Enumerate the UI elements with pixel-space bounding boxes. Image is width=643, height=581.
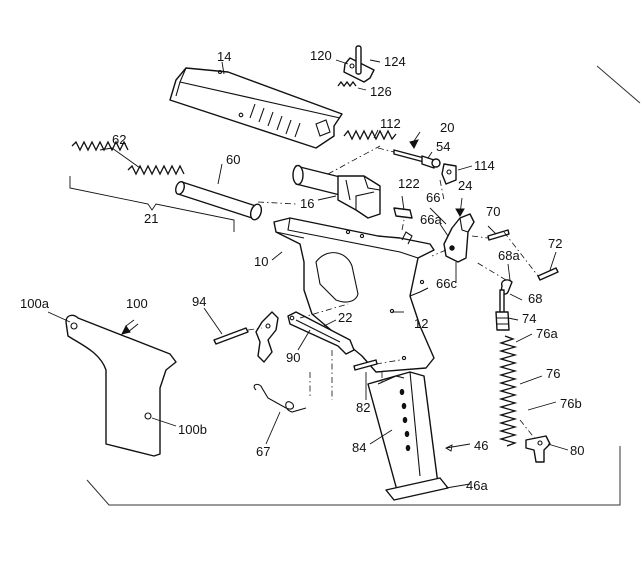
label-100b: 100b [178, 422, 207, 437]
label-12: 12 [414, 316, 428, 331]
label-76a: 76a [536, 326, 558, 341]
label-100a: 100a [20, 296, 50, 311]
label-66: 66 [426, 190, 440, 205]
label-124: 124 [384, 54, 406, 69]
label-76b: 76b [560, 396, 582, 411]
label-54: 54 [436, 139, 450, 154]
label-74: 74 [522, 311, 536, 326]
label-46: 46 [474, 438, 488, 453]
label-122: 122 [398, 176, 420, 191]
label-126: 126 [370, 84, 392, 99]
label-94: 94 [192, 294, 206, 309]
mainspring-seat-80 [525, 435, 551, 463]
assembly-bracket-21 [69, 176, 235, 232]
pin-94 [213, 327, 249, 345]
label-16: 16 [300, 196, 314, 211]
screw-126 [337, 80, 357, 88]
label-84: 84 [352, 440, 366, 455]
label-82: 82 [356, 400, 370, 415]
label-100: 100 [126, 296, 148, 311]
label-66a: 66a [420, 212, 442, 227]
barrel-16 [292, 164, 381, 219]
label-120: 120 [310, 48, 332, 63]
alignment-lines [247, 145, 539, 441]
recoil-springs-62 [71, 140, 185, 176]
label-112: 112 [380, 116, 401, 131]
label-66c: 66c [436, 276, 457, 291]
label-60: 60 [226, 152, 240, 167]
label-22: 22 [338, 310, 352, 325]
label-20: 20 [440, 120, 454, 135]
guide-rod-60 [174, 180, 263, 221]
label-90: 90 [286, 350, 300, 365]
part-122 [393, 207, 413, 219]
reference-labels: 14 120 124 126 112 20 54 114 62 60 21 16… [20, 48, 584, 493]
label-68: 68 [528, 291, 542, 306]
pin-70 [487, 229, 510, 241]
spring-112 [343, 129, 397, 141]
slide-14 [169, 67, 343, 149]
magazine-46 [367, 371, 449, 501]
mainspring-76 [498, 335, 518, 447]
hammer-66 [443, 213, 475, 263]
label-68a: 68a [498, 248, 520, 263]
label-70: 70 [486, 204, 500, 219]
hammer-strut-68 [495, 279, 513, 331]
label-67: 67 [256, 444, 270, 459]
pin-72 [537, 267, 559, 281]
label-114: 114 [474, 158, 495, 173]
label-10: 10 [254, 254, 268, 269]
label-72: 72 [548, 236, 562, 251]
firing-pin-54 [393, 149, 441, 169]
label-14: 14 [217, 49, 231, 64]
grip-panel-100 [65, 314, 177, 457]
label-24: 24 [458, 178, 472, 193]
part-114 [441, 163, 457, 185]
leader-lines [47, 59, 569, 489]
frame-10 [273, 217, 435, 373]
pin-124 [355, 45, 362, 75]
label-21: 21 [144, 211, 158, 226]
spring-67 [253, 383, 307, 413]
label-62: 62 [112, 132, 126, 147]
label-46a: 46a [466, 478, 488, 493]
label-76: 76 [546, 366, 560, 381]
label-80: 80 [570, 443, 584, 458]
frame-border [86, 65, 641, 506]
trigger-assembly [255, 311, 279, 363]
